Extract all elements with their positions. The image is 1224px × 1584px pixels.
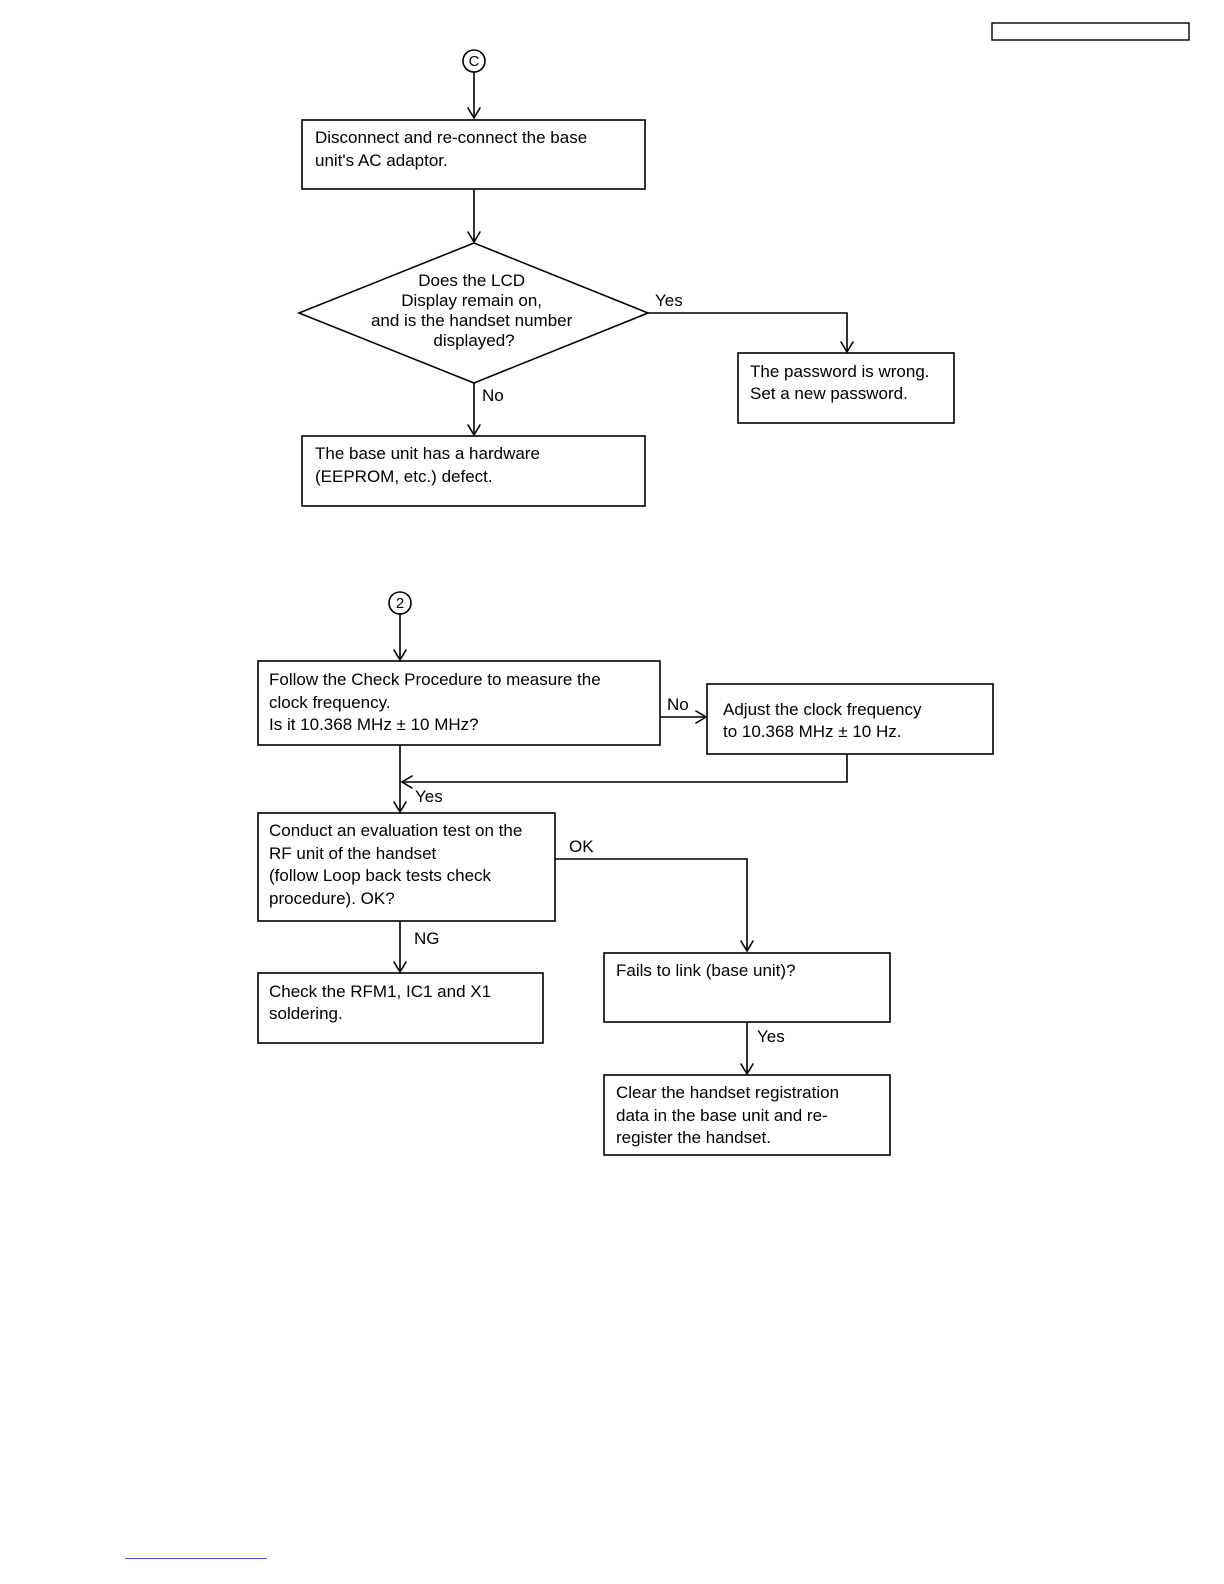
step-check-soldering: Check the RFM1, IC1 and X1 soldering. [257, 972, 544, 1044]
label-no-1: No [482, 386, 504, 405]
step-check-soldering-text: Check the RFM1, IC1 and X1 soldering. [269, 982, 496, 1023]
label-ng: NG [414, 929, 440, 948]
result-hardware-defect: The base unit has a hardware (EEPROM, et… [301, 435, 646, 507]
arrowhead-icon [467, 107, 481, 120]
label-no-2: No [667, 695, 689, 714]
step-reconnect-adaptor: Disconnect and re-connect the base unit'… [301, 119, 646, 190]
connector-c-label: C [469, 53, 480, 70]
arrowhead-icon [400, 775, 413, 789]
decision-lcd-display: Does the LCD Display remain on, and is t… [296, 242, 651, 384]
edge-adjust-return [402, 754, 848, 783]
arrowhead-icon [393, 801, 407, 814]
arrowhead-icon [467, 424, 481, 437]
step-adjust-clock: Adjust the clock frequency to 10.368 MHz… [706, 683, 994, 755]
arrowhead-icon [840, 341, 854, 354]
arrowhead-icon [740, 940, 754, 953]
label-yes-3: Yes [757, 1027, 785, 1046]
arrowhead-icon [393, 649, 407, 662]
step-clear-registration: Clear the handset registration data in t… [603, 1074, 891, 1156]
header-model-box [991, 22, 1190, 41]
step-measure-clock-text: Follow the Check Procedure to measure th… [269, 670, 605, 734]
connector-2-label: 2 [396, 595, 404, 612]
step-evaluation-text: Conduct an evaluation test on the RF uni… [269, 821, 527, 908]
footer-link-underline [125, 1558, 267, 1559]
label-yes-2: Yes [415, 787, 443, 806]
label-yes-1: Yes [655, 291, 683, 310]
arrowhead-icon [467, 231, 481, 244]
decision-lcd-text: Does the LCD Display remain on, and is t… [371, 271, 577, 350]
step-adjust-clock-text: Adjust the clock frequency to 10.368 MHz… [723, 700, 926, 741]
arrowhead-icon [695, 710, 708, 724]
step-measure-clock: Follow the Check Procedure to measure th… [257, 660, 661, 746]
step-reconnect-text: Disconnect and re-connect the base unit'… [315, 128, 592, 170]
connector-c: C [462, 49, 486, 73]
result-password-text: The password is wrong. Set a new passwor… [750, 362, 934, 403]
connector-2: 2 [388, 591, 412, 615]
decision-fails-to-link-text: Fails to link (base unit)? [616, 961, 796, 980]
step-evaluation-test: Conduct an evaluation test on the RF uni… [257, 812, 556, 922]
arrowhead-icon [740, 1063, 754, 1076]
result-hardware-text: The base unit has a hardware (EEPROM, et… [315, 444, 545, 486]
result-password-wrong: The password is wrong. Set a new passwor… [737, 352, 955, 424]
step-clear-registration-text: Clear the handset registration data in t… [616, 1083, 844, 1147]
decision-fails-to-link: Fails to link (base unit)? [603, 952, 891, 1023]
arrowhead-icon [393, 961, 407, 974]
edge-evaluation-ok [555, 858, 748, 951]
edge-decision-yes [648, 312, 848, 352]
label-ok: OK [569, 837, 594, 856]
